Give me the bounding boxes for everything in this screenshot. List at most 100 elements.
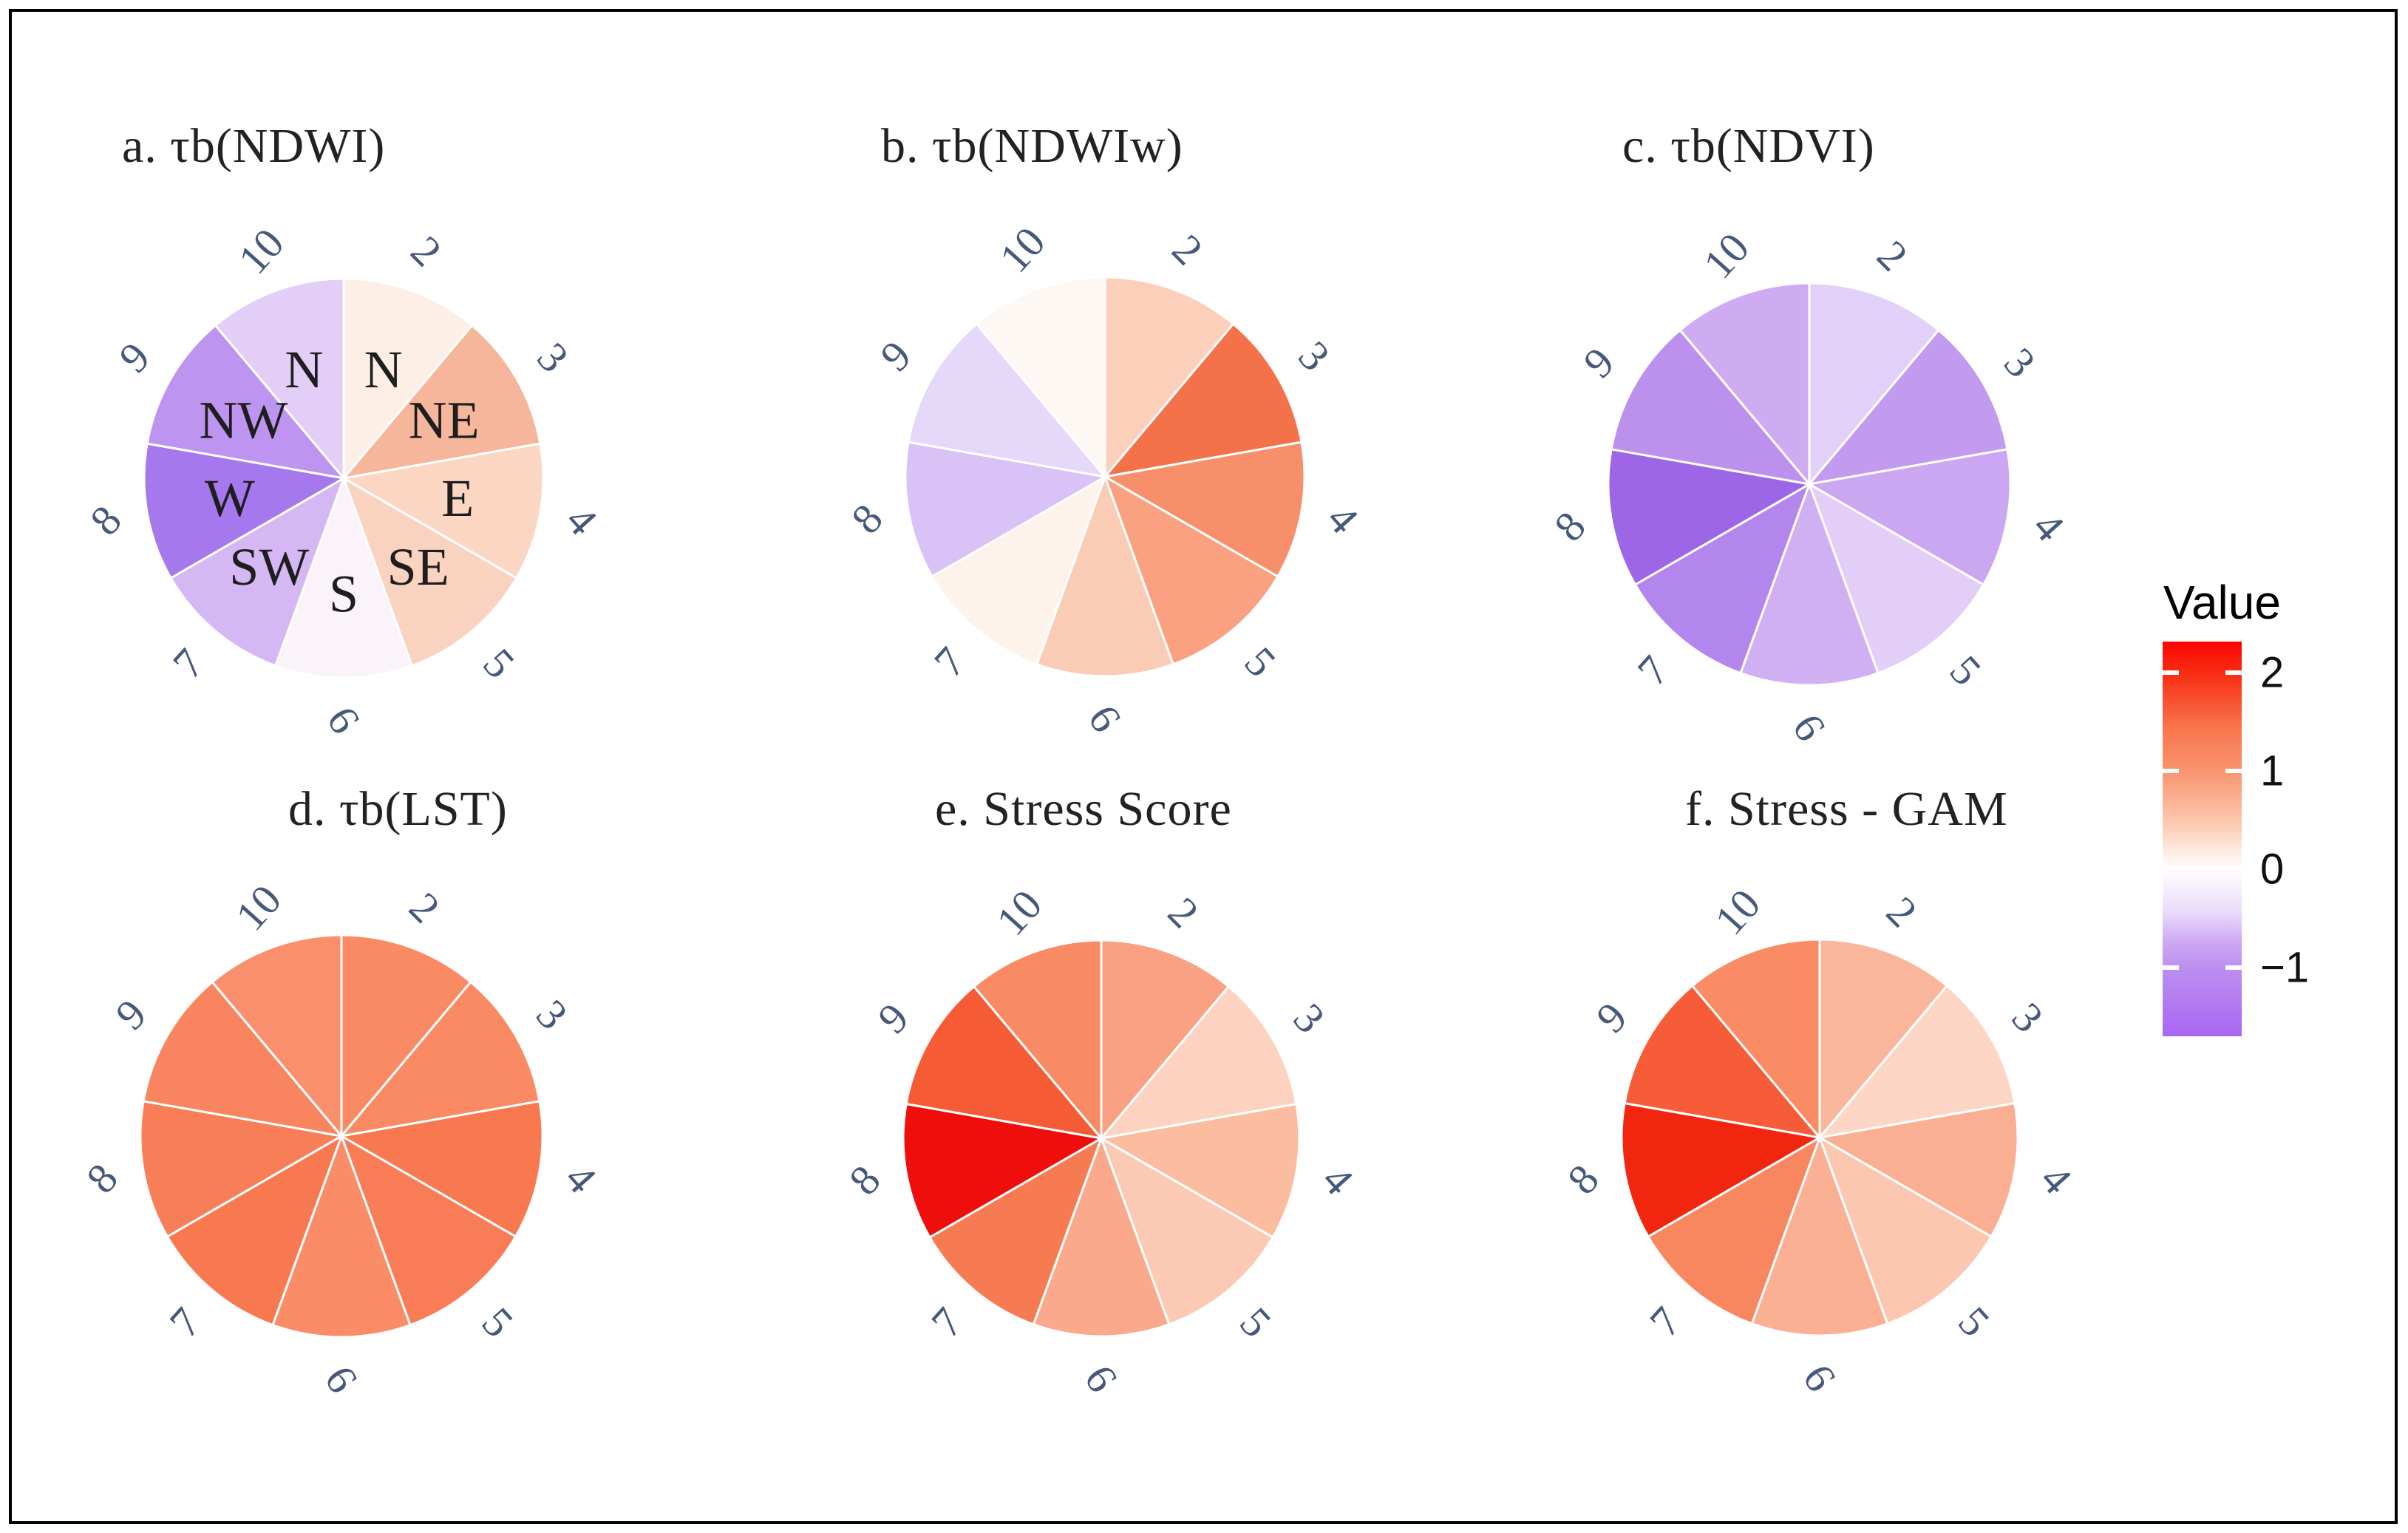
- legend-tick-1: 1: [2260, 747, 2285, 795]
- sector-3: [342, 324, 542, 480]
- rose-svg-e: 2 3 4 5 6 7 8 9 10: [840, 880, 1363, 1400]
- sector-5: [1100, 1137, 1274, 1326]
- month-label-7: 7: [1640, 1297, 1690, 1345]
- sector-4: [1103, 441, 1306, 578]
- month-label-10: 10: [1694, 224, 1758, 288]
- legend-colorbar: [2163, 642, 2242, 1036]
- month-label-5: 5: [474, 639, 524, 687]
- colorbar-tick-mark: [2225, 965, 2242, 970]
- direction-label-N: N: [364, 340, 403, 399]
- month-label-7: 7: [163, 639, 214, 687]
- month-label-4: 4: [1313, 1156, 1363, 1204]
- sector-8: [1607, 448, 1811, 586]
- sector-10: [1691, 938, 1821, 1139]
- month-label-4: 4: [556, 1155, 606, 1203]
- sector-9: [907, 322, 1106, 478]
- month-label-5: 5: [1231, 1298, 1281, 1346]
- month-label-7: 7: [922, 1298, 972, 1346]
- month-label-5: 5: [1235, 638, 1285, 686]
- sector-8: [139, 1100, 343, 1238]
- month-label-10: 10: [226, 876, 290, 940]
- month-label-6: 6: [1794, 1356, 1846, 1399]
- month-label-8: 8: [842, 494, 892, 543]
- month-label-4: 4: [2024, 503, 2074, 551]
- month-label-5: 5: [1949, 1297, 1999, 1345]
- month-label-2: 2: [402, 226, 451, 275]
- direction-label-SE: SE: [387, 537, 449, 596]
- figure-border: [9, 9, 2398, 1524]
- month-label-8: 8: [840, 1156, 890, 1204]
- month-label-10: 10: [987, 880, 1051, 945]
- sector-2: [1818, 938, 1948, 1139]
- month-label-8: 8: [81, 496, 131, 544]
- sector-9: [142, 981, 343, 1138]
- month-label-9: 9: [110, 333, 159, 381]
- rose-svg-f: 2 3 4 5 6 7 8 9 10: [1558, 880, 2081, 1399]
- month-label-6: 6: [1075, 1356, 1127, 1400]
- sector-10: [214, 277, 345, 480]
- month-label-3: 3: [1995, 339, 2045, 387]
- month-label-2: 2: [1877, 887, 1926, 936]
- sector-4: [340, 1100, 544, 1238]
- month-label-3: 3: [527, 990, 577, 1039]
- month-label-6: 6: [1783, 705, 1835, 749]
- sector-3: [1100, 985, 1298, 1140]
- direction-label-N: N: [285, 340, 323, 399]
- sector-9: [1610, 329, 1811, 486]
- month-label-7: 7: [160, 1298, 211, 1346]
- direction-label-SW: SW: [229, 537, 309, 596]
- sector-6: [1750, 1136, 1889, 1337]
- sector-10: [211, 934, 343, 1138]
- month-label-7: 7: [1628, 646, 1679, 694]
- month-label-6: 6: [318, 698, 370, 741]
- direction-label-W: W: [205, 469, 255, 528]
- month-label-2: 2: [1868, 231, 1916, 280]
- month-label-2: 2: [1163, 225, 1212, 273]
- sector-8: [143, 442, 345, 579]
- month-label-4: 4: [2031, 1155, 2081, 1203]
- sector-10: [973, 939, 1103, 1140]
- sector-5: [1103, 475, 1279, 666]
- legend-tick-minus1: −1: [2260, 943, 2310, 992]
- sector-2: [342, 277, 474, 480]
- month-label-9: 9: [106, 990, 155, 1039]
- panel-title-a: a. τb(NDWI): [122, 119, 386, 173]
- sector-10: [1679, 282, 1811, 486]
- sector-6: [271, 1135, 412, 1339]
- direction-label-S: S: [329, 565, 358, 624]
- month-label-2: 2: [400, 883, 449, 932]
- month-label-10: 10: [229, 219, 293, 283]
- colorbar-tick-mark: [2163, 769, 2179, 773]
- month-label-3: 3: [2003, 993, 2053, 1041]
- month-label-10: 10: [1705, 880, 1769, 944]
- month-label-4: 4: [1318, 494, 1368, 543]
- sector-6: [274, 477, 413, 679]
- sector-4: [1818, 1102, 2019, 1238]
- sector-5: [1818, 1136, 1993, 1325]
- legend-title: Value: [2163, 576, 2281, 629]
- sector-6: [1032, 1137, 1171, 1338]
- month-label-2: 2: [1159, 888, 1208, 937]
- month-label-3: 3: [1285, 994, 1335, 1042]
- month-label-9: 9: [868, 993, 917, 1042]
- sector-4: [1100, 1103, 1301, 1239]
- month-label-8: 8: [1545, 503, 1595, 551]
- panel-title-e: e. Stress Score: [935, 782, 1232, 836]
- month-label-5: 5: [473, 1298, 523, 1346]
- sector-7: [1633, 483, 1811, 675]
- sector-7: [928, 1137, 1103, 1326]
- sector-5: [1808, 483, 1985, 675]
- month-label-8: 8: [1558, 1155, 1608, 1203]
- sector-9: [1623, 985, 1821, 1139]
- month-label-9: 9: [1587, 993, 1636, 1041]
- sector-7: [166, 1135, 343, 1327]
- legend: Value 2 1 0 −1: [2129, 569, 2408, 1072]
